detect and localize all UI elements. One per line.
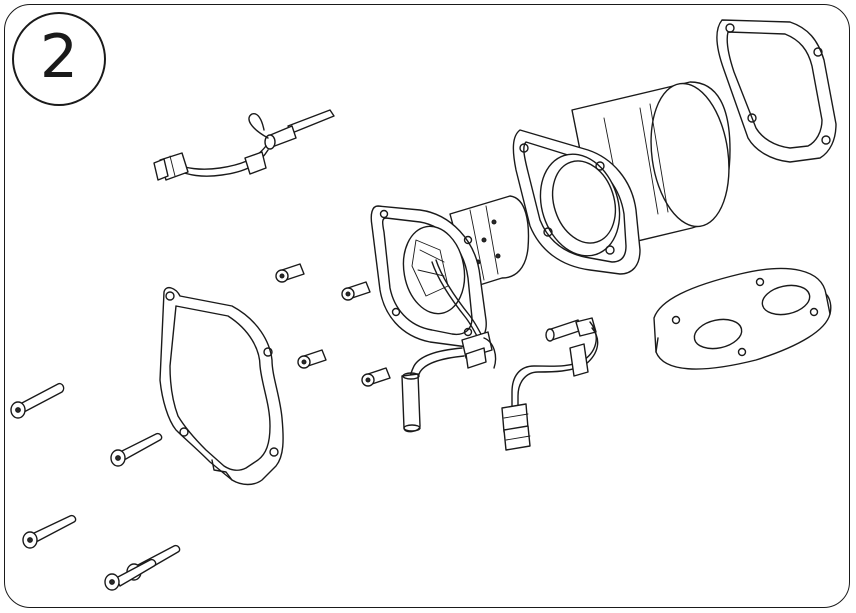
short-screw-1 — [275, 263, 305, 283]
temperature-sensor — [401, 331, 497, 433]
combustion-chamber-housing — [512, 81, 731, 275]
blower-motor-assembly — [370, 195, 530, 347]
long-screw-5 — [104, 558, 157, 591]
glow-plug-harness — [153, 109, 335, 181]
mounting-gasket-plate — [653, 267, 832, 370]
rear-gasket — [716, 19, 837, 163]
step-number-badge: 2 — [12, 12, 106, 106]
front-gasket — [159, 286, 284, 486]
glow-plug-with-connector — [501, 317, 599, 451]
short-screw-4 — [361, 367, 391, 387]
long-screw-3 — [22, 514, 77, 549]
short-screw-3 — [297, 349, 327, 369]
step-number: 2 — [39, 22, 79, 92]
short-screw-2 — [341, 281, 371, 301]
long-screw-1 — [10, 382, 65, 419]
long-screw-2 — [110, 432, 163, 467]
